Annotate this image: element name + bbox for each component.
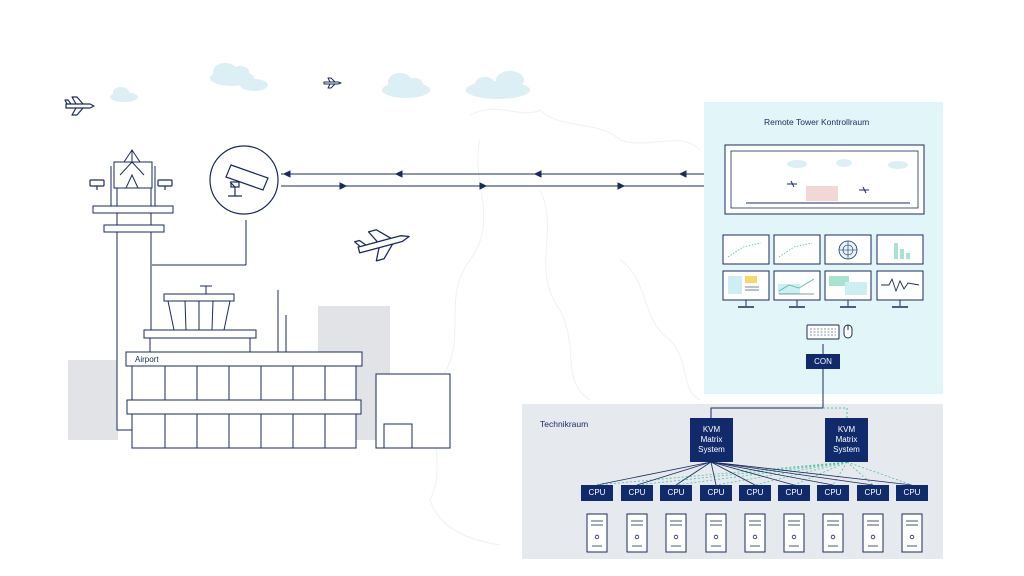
- server-tower-icon: [783, 513, 805, 553]
- kvm-cpu-link-redundant: [846, 461, 874, 486]
- kvm-cpu-link: [710, 461, 913, 486]
- airplane-icon: [64, 96, 95, 116]
- cpu-box[interactable]: CPU: [700, 485, 732, 501]
- monitor-icon: [876, 234, 924, 265]
- cpu-box[interactable]: CPU: [896, 485, 928, 501]
- signal-lines: [281, 170, 724, 190]
- kvm-connections: [710, 344, 848, 418]
- camera-icon: [209, 145, 279, 215]
- kvm-cpu-link: [710, 461, 834, 486]
- airplane-icon: [323, 77, 342, 89]
- kvm-cpu-link: [675, 461, 712, 486]
- monitor-grid: [722, 234, 924, 308]
- server-tower-icon: [901, 513, 923, 553]
- monitor-icon: [773, 270, 821, 308]
- kvm-matrix-left[interactable]: KVM Matrix System: [690, 418, 733, 462]
- server-row: [586, 513, 923, 553]
- kvm-cpu-link: [710, 461, 795, 486]
- server-tower-icon: [822, 513, 844, 553]
- kvm-cpu-link-redundant: [832, 461, 848, 486]
- kvm-cpu-link: [710, 461, 874, 486]
- airport-label: Airport: [135, 355, 159, 364]
- terminal-building: [125, 285, 451, 449]
- kvm-cpu-link-redundant: [596, 461, 848, 486]
- tech-room-title: Technikraum: [540, 419, 589, 429]
- kvm-cpu-link-redundant: [793, 461, 848, 486]
- server-tower-icon: [665, 513, 687, 553]
- server-tower-icon: [586, 513, 608, 553]
- cpu-box[interactable]: CPU: [581, 485, 613, 501]
- map-outline: [429, 108, 701, 546]
- kvm-matrix-right[interactable]: KVM Matrix System: [825, 418, 868, 462]
- kvm-cpu-link-redundant: [636, 461, 848, 486]
- monitor-icon: [722, 234, 770, 265]
- server-tower-icon: [862, 513, 884, 553]
- kvm-cpu-link: [596, 461, 712, 486]
- monitor-icon: [824, 270, 872, 308]
- cpu-box[interactable]: CPU: [621, 485, 653, 501]
- airplane-icon: [354, 229, 410, 262]
- monitor-icon: [722, 270, 770, 308]
- kvm-cpu-link-redundant: [846, 461, 913, 486]
- cpu-box[interactable]: CPU: [660, 485, 692, 501]
- monitor-icon: [876, 270, 924, 308]
- cloud-icon: [110, 63, 530, 102]
- keyboard-icon: [806, 324, 840, 340]
- video-wall: [724, 144, 925, 215]
- cpu-links: [596, 461, 913, 486]
- cpu-box[interactable]: CPU: [778, 485, 810, 501]
- server-tower-icon: [626, 513, 648, 553]
- server-tower-icon: [705, 513, 727, 553]
- cpu-box[interactable]: CPU: [817, 485, 849, 501]
- cpu-box[interactable]: CPU: [739, 485, 771, 501]
- kvm-cpu-link: [710, 461, 756, 486]
- mouse-icon: [843, 324, 853, 339]
- kvm-cpu-link-redundant: [675, 461, 848, 486]
- monitor-icon: [824, 234, 872, 265]
- con-box[interactable]: CON: [806, 354, 840, 369]
- server-tower-icon: [744, 513, 766, 553]
- control-room-title: Remote Tower Kontrollraum: [764, 117, 870, 127]
- monitor-icon: [773, 234, 821, 265]
- kvm-cpu-link: [636, 461, 712, 486]
- cpu-box[interactable]: CPU: [857, 485, 889, 501]
- kvm-cpu-link: [710, 461, 717, 486]
- camera-icon: [89, 179, 173, 190]
